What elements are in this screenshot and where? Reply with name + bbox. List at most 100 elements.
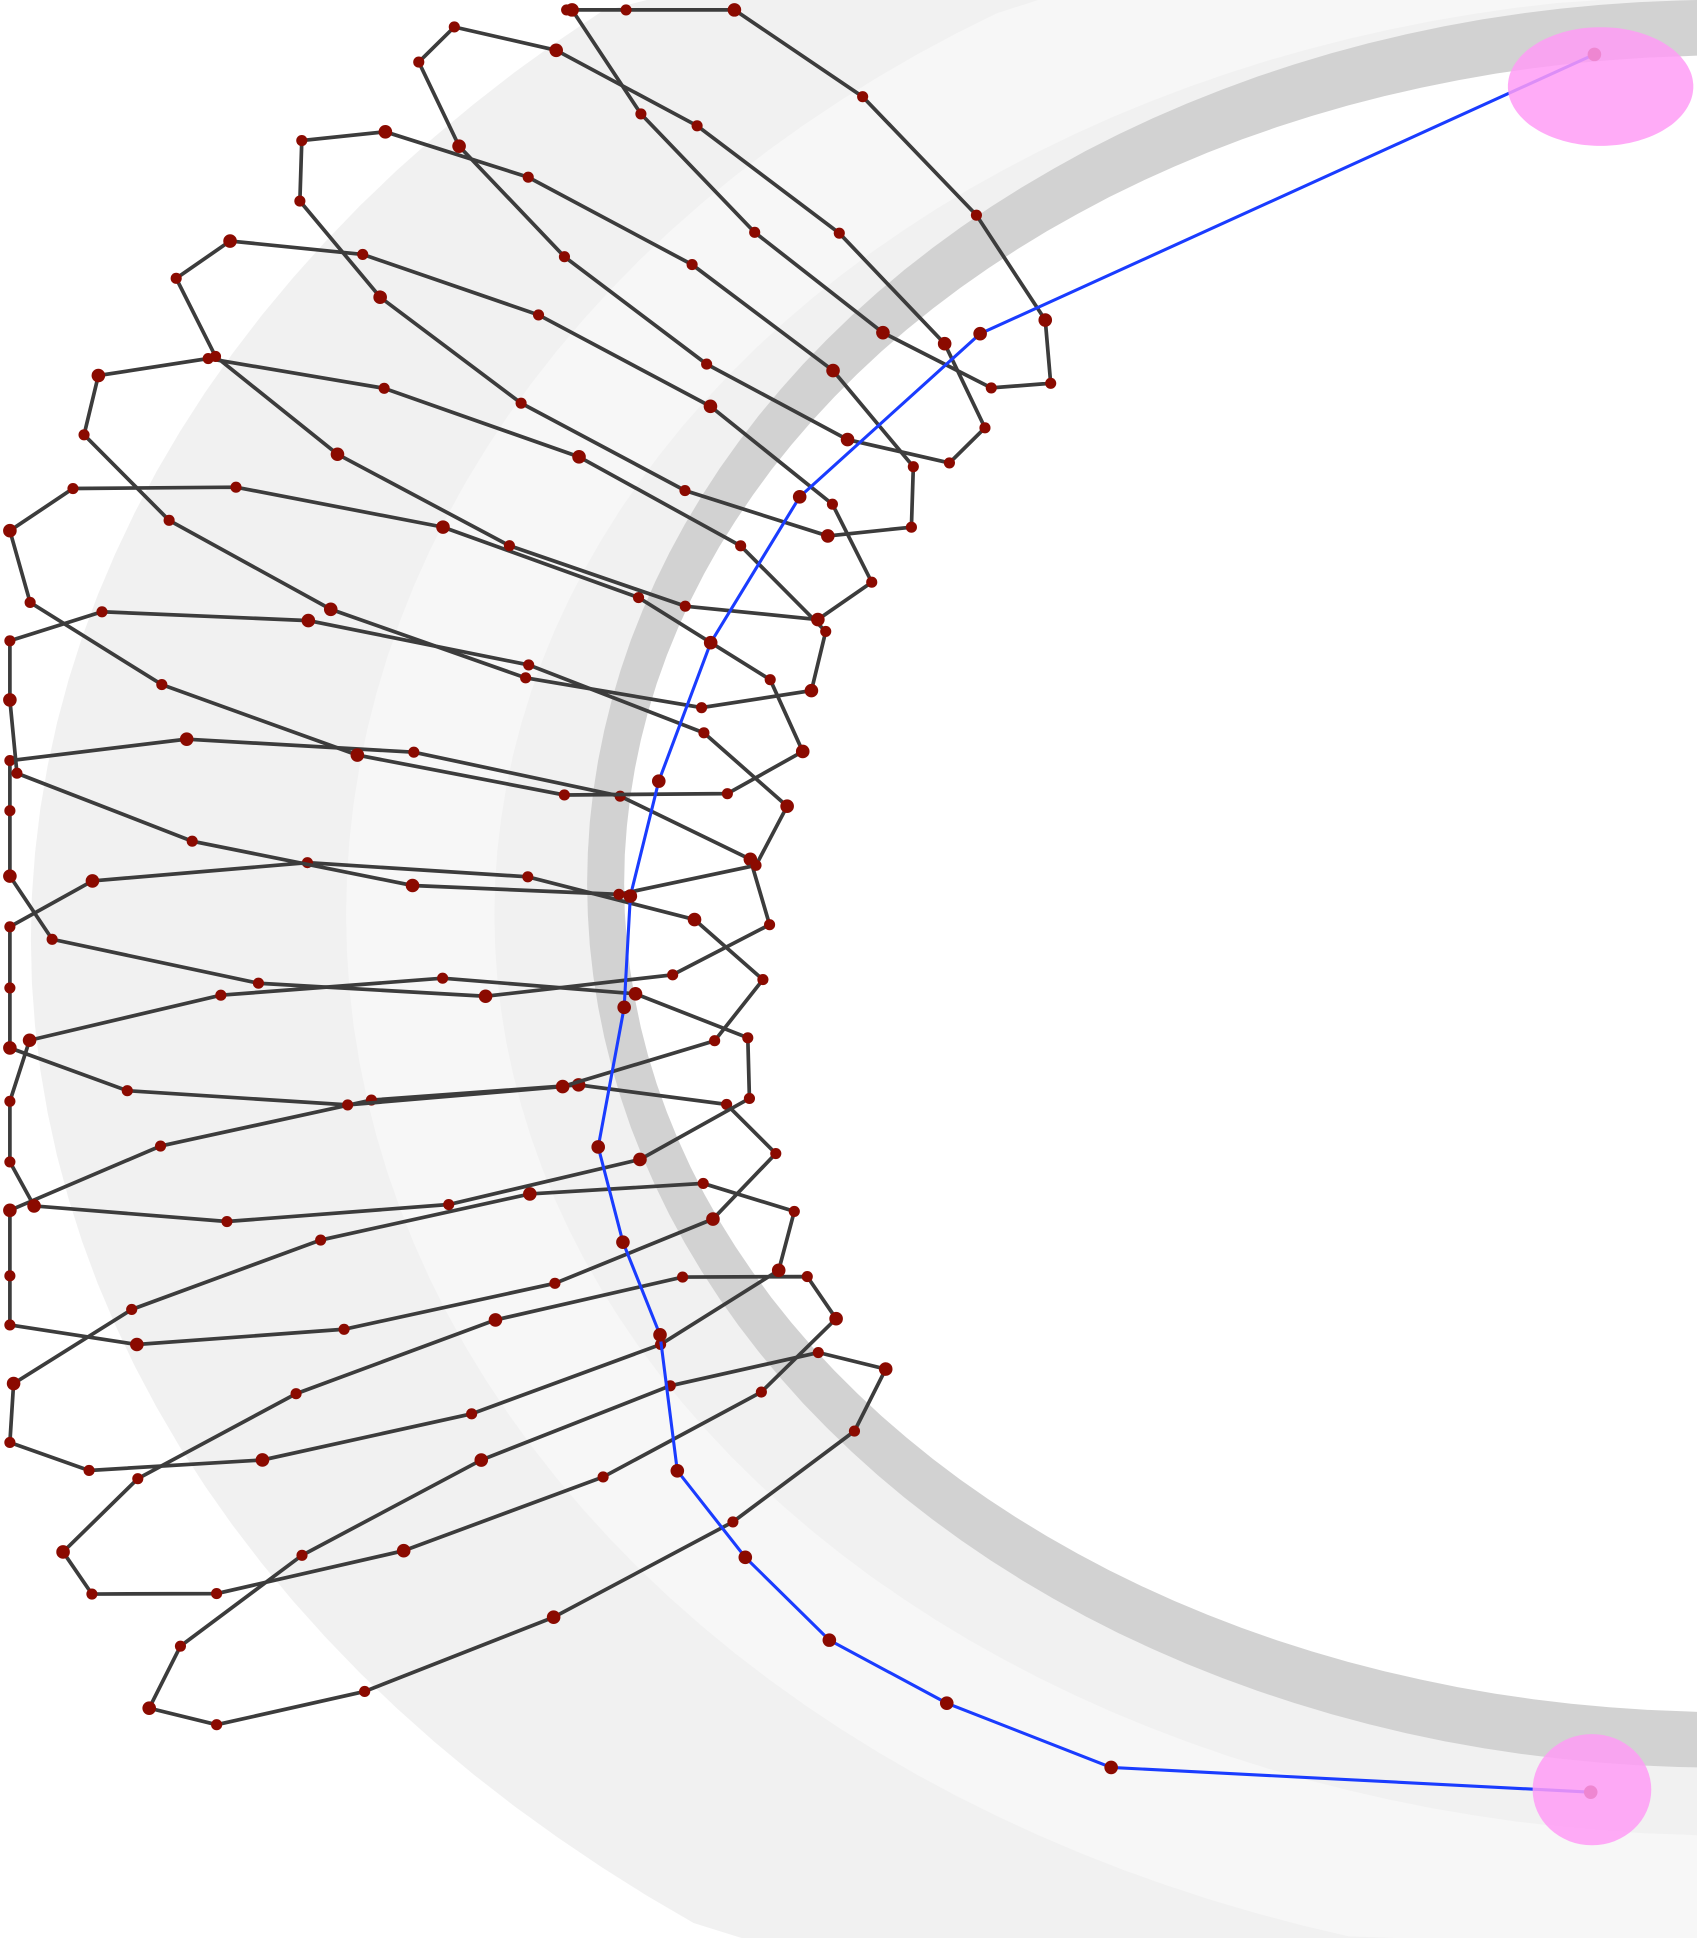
graph-node: [840, 432, 855, 447]
graph-node: [56, 1545, 70, 1559]
graph-node: [1045, 377, 1057, 389]
graph-node: [378, 382, 390, 394]
graph-node: [970, 209, 982, 221]
graph-node: [691, 120, 703, 132]
graph-node: [4, 982, 16, 994]
graph-node: [597, 1471, 609, 1483]
path-node: [591, 1140, 606, 1154]
graph-node: [488, 1313, 503, 1327]
graph-node: [4, 1270, 16, 1282]
graph-node: [67, 482, 79, 495]
graph-node: [474, 1453, 489, 1467]
graph-node: [78, 429, 90, 441]
graph-node: [703, 399, 718, 414]
path-node: [973, 326, 987, 341]
graph-node: [96, 606, 108, 618]
graph-node: [396, 1543, 411, 1558]
graph-node: [801, 1271, 813, 1283]
graph-node: [572, 450, 586, 464]
path-node: [822, 1633, 837, 1647]
graph-node: [635, 108, 647, 120]
path-node: [1104, 1760, 1118, 1775]
graph-node: [515, 397, 527, 409]
graph-node: [985, 382, 997, 394]
graph-node: [532, 309, 545, 321]
graph-node: [721, 788, 733, 800]
graph-node: [3, 1203, 17, 1218]
graph-node: [1038, 313, 1053, 327]
path-line: [596, 52, 1596, 1794]
graph-node: [561, 4, 573, 16]
graph-node: [520, 672, 532, 684]
graph-node: [979, 422, 991, 434]
graph-node: [209, 350, 222, 362]
graph-node: [86, 1588, 98, 1600]
graph-node: [709, 1035, 721, 1047]
graph-node: [558, 789, 570, 801]
graph-node: [770, 1147, 782, 1160]
graph-node: [876, 325, 890, 340]
graph-node: [811, 612, 825, 627]
graph-node: [4, 805, 16, 817]
graph-node: [698, 727, 710, 739]
wireframe-rings: [3, 3, 1057, 1731]
graph-node: [436, 520, 450, 534]
graph-node: [750, 859, 762, 871]
graph-node: [620, 4, 632, 16]
path-node: [738, 1550, 753, 1565]
graph-node: [130, 1337, 144, 1352]
graph-node: [826, 363, 840, 378]
graph-node: [91, 368, 106, 383]
graph-node: [132, 1473, 144, 1485]
graph-node: [780, 799, 794, 813]
path-node: [939, 1696, 954, 1710]
graph-node: [255, 1453, 270, 1467]
graph-node: [215, 989, 227, 1001]
graph-node: [686, 259, 698, 271]
graph-node: [408, 746, 420, 758]
graph-node: [821, 529, 835, 543]
graph-node: [413, 56, 425, 68]
graph-node: [338, 1323, 350, 1335]
endpoint-sphere-top: [1507, 27, 1694, 146]
graph-node: [701, 358, 713, 370]
path-node: [670, 1464, 685, 1478]
graph-node: [866, 576, 878, 588]
graph-node: [749, 226, 761, 238]
graph-node: [523, 1187, 537, 1201]
graph-node: [795, 744, 810, 759]
graph-node: [121, 1085, 133, 1097]
graph-node: [812, 1346, 824, 1359]
graph-node: [679, 600, 691, 612]
graph-node: [628, 986, 643, 1001]
graph-node: [943, 457, 955, 469]
graph-node: [721, 1098, 733, 1110]
graph-node: [826, 498, 838, 510]
graph-node: [632, 592, 645, 604]
graph-node: [186, 835, 198, 847]
graph-node: [820, 625, 832, 637]
graph-node: [687, 912, 702, 927]
graph-node: [301, 613, 316, 628]
graph-node: [833, 227, 845, 239]
graph-node: [522, 871, 534, 883]
graph-node: [743, 1092, 755, 1105]
graph-node: [211, 1588, 223, 1600]
graph-node: [443, 1198, 455, 1211]
graph-node: [764, 674, 776, 686]
graph-node: [4, 1436, 16, 1449]
graph-node: [4, 635, 16, 647]
graph-node: [330, 447, 345, 462]
graph-node: [549, 43, 563, 58]
graph-node: [677, 1271, 689, 1283]
path-node: [703, 635, 718, 650]
graph-node: [24, 596, 36, 609]
graph-node: [252, 977, 265, 989]
graph-node: [857, 91, 869, 103]
graph-node: [437, 972, 449, 984]
graph-node: [633, 1152, 647, 1167]
graph-node: [757, 974, 769, 986]
graph-node: [878, 1362, 893, 1376]
graph-node: [373, 290, 387, 304]
